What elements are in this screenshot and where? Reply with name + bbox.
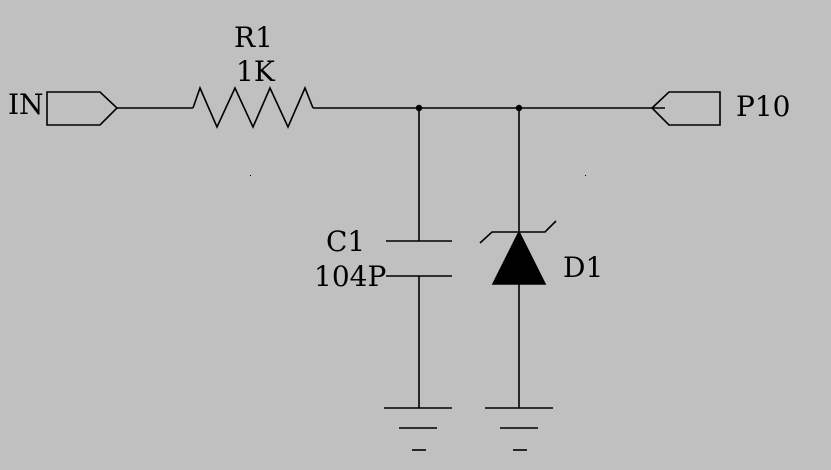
capacitor-value-label: 104P (314, 260, 387, 293)
ground-icon (384, 407, 452, 451)
diode-ref-label: D1 (563, 251, 604, 284)
input-port-icon (46, 91, 119, 126)
output-port-label: P10 (736, 90, 791, 123)
zener-diode-d1-icon (491, 230, 547, 285)
junction-dot (515, 104, 523, 112)
junction-dot (415, 104, 423, 112)
input-port-label: IN (8, 88, 44, 121)
stray-mark (250, 175, 251, 176)
output-port-icon (650, 91, 721, 126)
resistor-r1-icon (192, 85, 314, 129)
resistor-ref-label: R1 (234, 21, 273, 54)
ground-icon (485, 407, 553, 451)
stray-mark (585, 175, 586, 176)
capacitor-ref-label: C1 (326, 225, 366, 258)
resistor-value-label: 1K (236, 55, 275, 88)
